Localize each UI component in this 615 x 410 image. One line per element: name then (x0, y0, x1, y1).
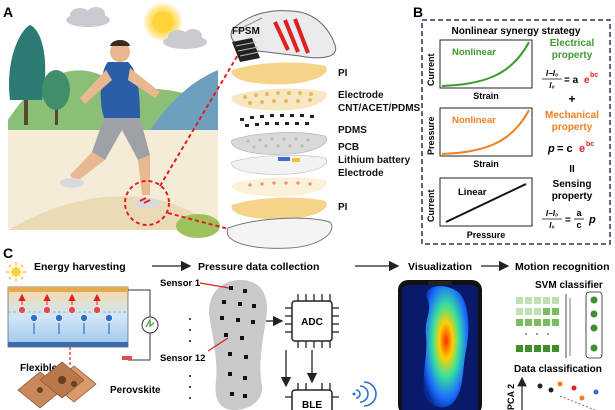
eq3-fden: c (576, 220, 581, 230)
layer-label-pi-top: PI (338, 68, 348, 79)
graph1-ylabel: Current (426, 53, 436, 86)
layer-label-fpsm: FPSM (232, 26, 260, 37)
eq3-num: I−I₀ (546, 209, 558, 218)
step-pressure-collection: Pressure data collection (198, 261, 319, 273)
layer-electrode-dots (243, 91, 313, 105)
shoe-icon (230, 10, 337, 59)
eq1-den: I₀ (549, 81, 554, 90)
layer-labels: FPSM PI Electrode CNT/ACET/PDMS PDMS PCB… (232, 26, 421, 213)
eq1-rhs-a: = a (564, 75, 579, 86)
layer-cnt-acet-pdms (240, 114, 314, 127)
graph3-xlabel: Pressure (467, 230, 506, 240)
layer-label-pi-bottom: PI (338, 202, 348, 213)
layer-label-cnt: CNT/ACET/PDMS (338, 103, 421, 114)
sensor-1-label: Sensor 1 (160, 278, 201, 289)
eq3-fnum: a (576, 208, 582, 218)
graph1-curve-label: Nonlinear (452, 47, 496, 58)
eq3-eq: = (565, 215, 571, 226)
adc-label: ADC (301, 317, 323, 328)
sens-title-2: property (552, 191, 593, 202)
eq3-den: I₀ (549, 221, 554, 230)
layer-electrode-bottom (231, 177, 327, 197)
elec-title-1: Electrical (550, 38, 595, 49)
data-classification-title: Data classification (514, 364, 602, 375)
shoe-focus-circle (124, 180, 170, 226)
eq2-e: e (579, 143, 585, 155)
panel-c-label: C (3, 245, 13, 261)
graph2-curve-label: Nonlinear (452, 115, 496, 126)
panel-b: B Nonlinear synergy strategy Nonlinear C… (413, 4, 611, 245)
layer-label-pcb: PCB (338, 142, 359, 153)
ble-label: BLE (302, 400, 322, 410)
solar-cell (7, 286, 159, 365)
svm-title: SVM classifier (535, 280, 603, 291)
panel-b-label: B (413, 4, 423, 20)
pca-scatter (517, 376, 599, 410)
strategy-title: Nonlinear synergy strategy (452, 26, 581, 37)
bush-icon (176, 214, 220, 238)
graph-mechanical: Nonlinear Pressure Strain (426, 107, 533, 169)
step-visualization: Visualization (408, 261, 472, 273)
mech-title-2: property (552, 122, 593, 133)
layer-pdms (231, 132, 327, 155)
panel-a-label: A (3, 4, 13, 20)
step-energy-harvesting: Energy harvesting (34, 261, 126, 273)
graph3-ylabel: Current (426, 189, 436, 222)
layer-label-pdms: PDMS (338, 125, 367, 136)
pca-axis-label: PCA 2 (506, 384, 516, 410)
plus-sign: + (568, 92, 575, 106)
sens-title-1: Sensing (553, 179, 592, 190)
layer-label-electrode-top: Electrode (338, 90, 384, 101)
eq1-num: I−I₀ (546, 69, 558, 78)
perovskite-label: Perovskite (110, 385, 161, 396)
tree-icon (9, 25, 46, 125)
eq3-p: p (588, 214, 596, 226)
runner-figure (60, 40, 160, 208)
exploded-insole (226, 10, 337, 249)
property-column: Electrical property I−I₀ I₀ = a e bc + M… (542, 38, 599, 230)
ble-chip: BLE (285, 383, 339, 410)
equals-sign: II (569, 164, 575, 175)
layer-pi-bottom (231, 197, 327, 220)
adc-chip: ADC (285, 294, 339, 348)
mech-title-1: Mechanical (545, 110, 599, 121)
eq1-rhs-sup: bc (590, 72, 598, 79)
graph1-xlabel: Strain (473, 91, 499, 101)
wireless-icon (352, 381, 377, 407)
eq2-rhs: = c (557, 143, 573, 155)
graph2-xlabel: Strain (473, 159, 499, 169)
sensor-12-label: Sensor 12 (160, 353, 205, 364)
graph-sensing: Linear Current Pressure (426, 177, 533, 240)
strategy-box (421, 19, 611, 245)
fpsm-module (232, 38, 260, 62)
pressure-heatmap (423, 286, 469, 408)
layer-label-electrode-bottom: Electrode (338, 168, 384, 179)
perovskite-crystal (17, 361, 97, 409)
cloud-icon (163, 29, 207, 49)
graph2-ylabel: Pressure (426, 116, 436, 155)
cloud-icon (66, 7, 110, 27)
shoe-sole (226, 217, 333, 249)
sun-icon (6, 262, 26, 282)
layer-pi-top (231, 62, 327, 85)
layer-pcb (231, 154, 327, 175)
eq2-lhs: p (547, 143, 555, 155)
graph3-curve-label: Linear (458, 187, 487, 198)
flexible-label: Flexible (20, 363, 58, 374)
layer-label-lithium: Lithium battery (338, 155, 411, 166)
panel-a: A (3, 2, 421, 249)
svm-classifier-grid (516, 291, 603, 359)
panel-c: C Energy harvesting Pressure data collec… (3, 245, 610, 410)
step-motion-recognition: Motion recognition (515, 261, 610, 273)
elec-title-2: property (552, 50, 593, 61)
graph-electrical: Nonlinear Current Strain (426, 39, 533, 101)
insole-sensor-map (199, 280, 267, 410)
running-scene (8, 2, 243, 238)
eq2-sup: bc (586, 141, 594, 148)
eq1-rhs-e: e (584, 75, 590, 86)
phone-visualization (398, 280, 482, 410)
tree-icon (42, 70, 70, 125)
